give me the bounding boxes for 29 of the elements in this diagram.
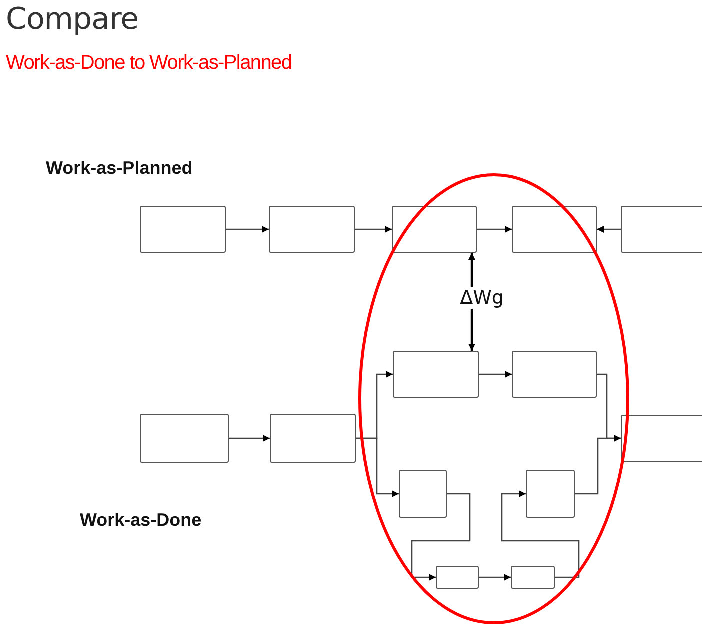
arrow (597, 226, 621, 233)
arrow (229, 435, 270, 442)
subtitle: Work-as-Done to Work-as-Planned (6, 52, 292, 75)
process-box (511, 566, 555, 589)
arrow (479, 371, 512, 378)
process-box (392, 206, 477, 253)
arrow (575, 435, 621, 495)
arrow (226, 226, 269, 233)
process-box (399, 470, 447, 518)
arrow (477, 226, 512, 233)
process-box (512, 206, 597, 253)
process-box (621, 206, 702, 253)
arrow (501, 490, 580, 578)
row-label: Work-as-Planned (46, 158, 193, 179)
process-box (140, 206, 226, 253)
arrow (479, 574, 511, 581)
process-box (526, 470, 575, 518)
process-box (269, 206, 355, 253)
process-box (393, 351, 479, 398)
arrow (356, 438, 399, 498)
title: Compare (6, 2, 139, 37)
process-box (436, 566, 479, 589)
row-label: Work-as-Done (80, 510, 202, 531)
arrow (411, 493, 471, 581)
process-box (512, 351, 597, 398)
process-box (140, 414, 229, 463)
process-box (270, 414, 356, 463)
arrow (355, 226, 392, 233)
process-box (621, 415, 702, 462)
